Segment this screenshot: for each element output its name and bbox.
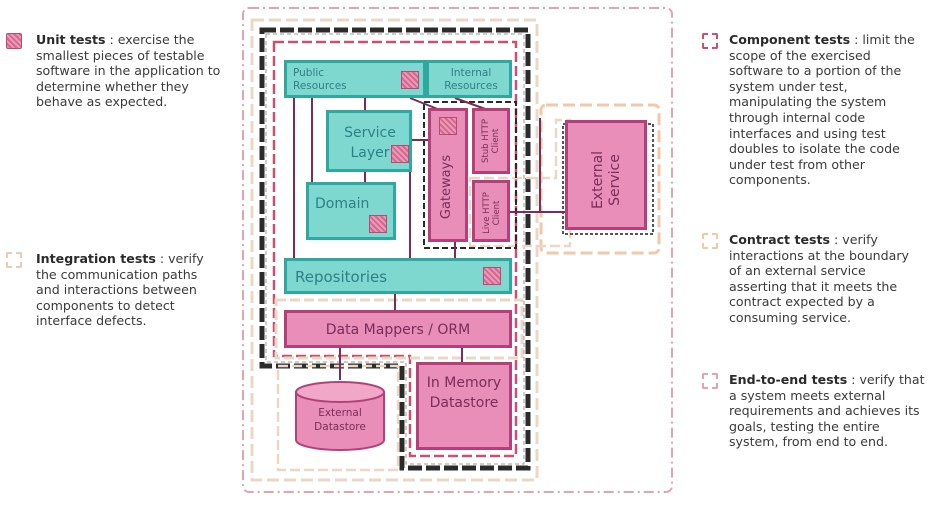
- repositories-label: Repositories: [295, 268, 388, 286]
- repositories-box: Repositories: [284, 258, 512, 294]
- in-memory-datastore-box: In Memory Datastore: [416, 362, 512, 450]
- unit-test-marker-icon: [391, 145, 409, 163]
- unit-tests-swatch-icon: [6, 33, 22, 49]
- e2e-tests-text: verify that a system meets external requ…: [729, 372, 925, 450]
- legend-component-tests: Component tests : limit the scope of the…: [702, 32, 928, 196]
- unit-test-marker-icon: [439, 117, 457, 135]
- data-mappers-label: Data Mappers / ORM: [325, 322, 471, 338]
- unit-tests-text: exercise the smallest pieces of testable…: [36, 32, 221, 110]
- legend-contract-tests: Contract tests : verify interactions at …: [702, 232, 928, 332]
- external-datastore-label: External Datastore: [314, 407, 366, 433]
- unit-tests-title: Unit tests: [36, 32, 106, 47]
- legend-unit-tests: Unit tests : exercise the smallest piece…: [6, 32, 226, 116]
- stub-http-client-box: Stub HTTP Client: [472, 108, 510, 174]
- integration-tests-title: Integration tests: [36, 251, 156, 266]
- public-resources-box: Public Resources: [284, 60, 426, 98]
- integration-tests-swatch-icon: [6, 252, 22, 268]
- contract-tests-text: verify interactions at the boundary of a…: [729, 232, 910, 325]
- integration-boundary-outer: [250, 18, 539, 482]
- internal-resources-label: Internal Resources: [444, 67, 498, 92]
- in-memory-datastore-label: In Memory Datastore: [426, 375, 502, 411]
- external-service-box: External Service: [565, 120, 647, 230]
- domain-label: Domain: [315, 196, 370, 212]
- e2e-tests-swatch-icon: [702, 373, 718, 389]
- component-tests-swatch-icon: [702, 33, 718, 49]
- component-tests-text: limit the scope of the exercised softwar…: [729, 32, 915, 188]
- unit-test-marker-icon: [369, 215, 387, 233]
- e2e-boundary: [242, 7, 673, 493]
- live-http-client-box: Live HTTP Client: [472, 180, 510, 242]
- gateways-box: Gateways: [428, 108, 468, 242]
- service-layer-box: Service Layer: [326, 110, 412, 172]
- integration-tests-text: verify the communication paths and inter…: [36, 251, 204, 329]
- internal-resources-box: Internal Resources: [426, 60, 512, 98]
- legend-integration-tests: Integration tests : verify the communica…: [6, 251, 226, 335]
- contract-tests-swatch-icon: [702, 233, 718, 249]
- unit-test-marker-icon: [483, 267, 501, 285]
- system-boundary: [259, 27, 531, 471]
- domain-box: Domain: [306, 182, 396, 240]
- public-resources-label: Public Resources: [293, 67, 347, 92]
- e2e-tests-title: End-to-end tests: [729, 372, 848, 387]
- service-layer-label: Service Layer: [344, 125, 396, 161]
- legend-e2e-tests: End-to-end tests : verify that a system …: [702, 372, 928, 472]
- component-tests-title: Component tests: [729, 32, 851, 47]
- contract-tests-title: Contract tests: [729, 232, 831, 247]
- data-mappers-box: Data Mappers / ORM: [284, 310, 512, 348]
- unit-test-marker-icon: [401, 71, 419, 89]
